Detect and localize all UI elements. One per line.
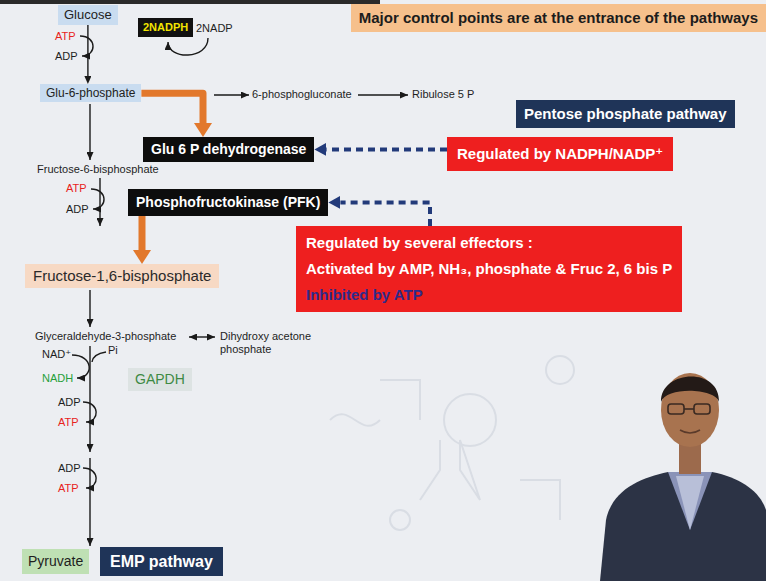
pathway-label-text: ADP (58, 396, 81, 409)
pathway-label: Pentose phosphate pathway (516, 100, 735, 128)
node-text: Glu-6-phosphate (46, 86, 135, 100)
regulation-box: Regulated by several effectors : Activate… (296, 226, 682, 312)
node-text: 2NADPH (143, 21, 188, 34)
node-text: Pyruvate (28, 553, 83, 570)
node-text: Regulated by NADPH/NADP⁺ (457, 145, 663, 163)
flux-arrow (139, 216, 146, 250)
compound-box: Glucose (58, 5, 118, 25)
pathway-label-text: NADH (42, 372, 73, 385)
pathway-label-text: ATP (55, 30, 76, 43)
node-text: GAPDH (135, 371, 185, 388)
regulation-arrow (326, 147, 447, 151)
enzyme-box: Phosphofructokinase (PFK) (128, 189, 328, 216)
flux-arrow (141, 93, 203, 123)
pathway-label-text: ATP (66, 182, 87, 195)
enzyme-label: GAPDH (128, 368, 192, 391)
regulation-box: Regulated by NADPH/NADP⁺ (447, 137, 673, 171)
node-text: Glu 6 P dehydrogenase (151, 141, 306, 158)
pathway-label-text: 6-phosphogluconate (252, 88, 352, 101)
pathway-label-text: ATP (58, 482, 79, 495)
pathway-label-text: NAD⁺ (42, 348, 71, 361)
pathway-label-text: Pi (108, 344, 118, 357)
pathway-label-text: Glyceraldehyde-3-phosphate (35, 330, 176, 343)
node-text: Inhibited by ATP (306, 286, 672, 304)
background-icons (330, 356, 574, 530)
pathway-label-text: ADP (55, 50, 78, 63)
node-text: EMP pathway (110, 552, 213, 571)
node-text: Glucose (64, 7, 112, 23)
presenter-photo (600, 373, 766, 581)
compound-box: Fructose-1,6-bisphosphate (25, 264, 219, 288)
node-text: Regulated by several effectors : (306, 234, 672, 252)
top-bar (0, 0, 380, 4)
node-text: Major control points are at the entrance… (359, 9, 758, 27)
pathway-label-text: Fructose-6-bisphosphate (37, 163, 159, 176)
node-text: Activated by AMP, NH₃, phosphate & Fruc … (306, 260, 672, 278)
node-text: Fructose-1,6-bisphosphate (33, 267, 211, 285)
cofactor-box: 2NADPH (138, 18, 193, 37)
heading-banner: Major control points are at the entrance… (351, 4, 766, 32)
compound-box: Pyruvate (22, 549, 89, 574)
pathway-label-text: Dihydroxy acetone phosphate (220, 330, 315, 356)
node-text: Pentose phosphate pathway (524, 105, 727, 123)
pathway-label-text: Ribulose 5 P (412, 88, 474, 101)
enzyme-box: Glu 6 P dehydrogenase (143, 137, 314, 162)
pathway-label-text: ADP (66, 203, 89, 216)
compound-box: Glu-6-phosphate (40, 84, 141, 102)
flux-arrow (87, 25, 88, 76)
pathway-label-text: ADP (58, 462, 81, 475)
pathway-label-text: 2NADP (196, 22, 233, 35)
node-text: Phosphofructokinase (PFK) (136, 194, 320, 211)
pathway-label: EMP pathway (100, 547, 223, 576)
regulation-arrow (340, 202, 430, 226)
pathway-label-text: ATP (58, 416, 79, 429)
